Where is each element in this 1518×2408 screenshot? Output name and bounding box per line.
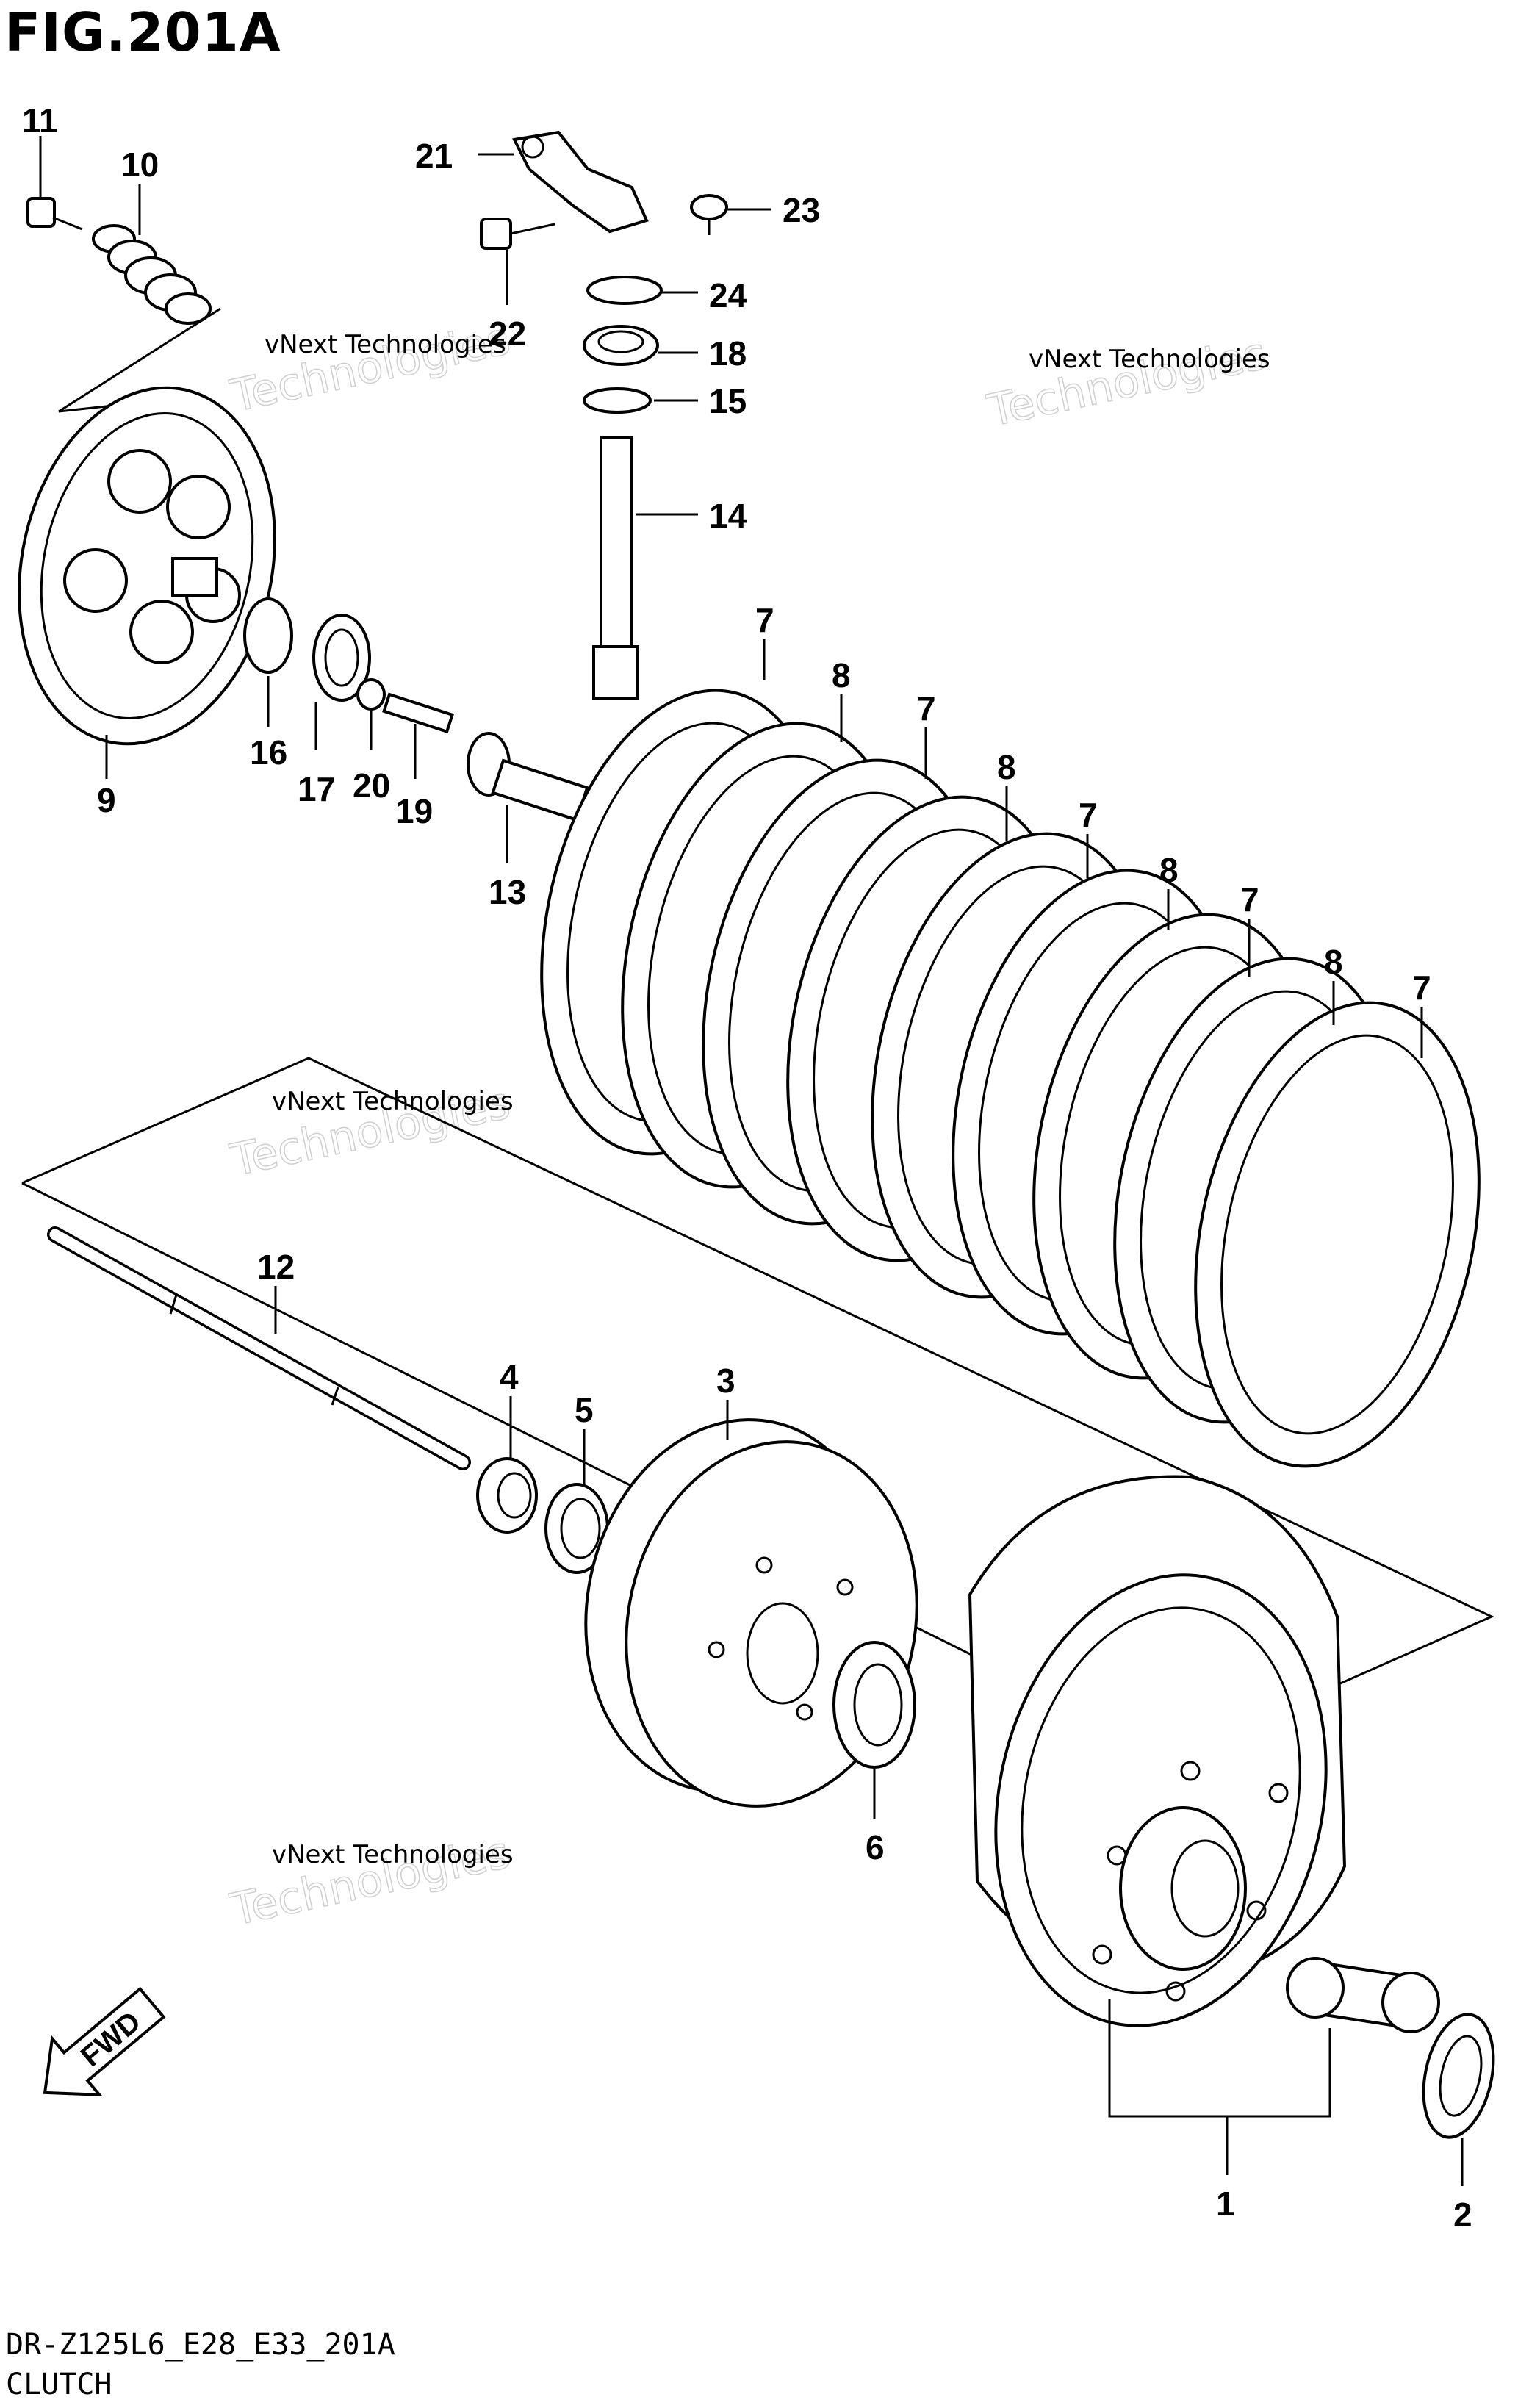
callout-8d: 8 — [1324, 943, 1343, 981]
plate — [586, 276, 663, 305]
callout-4: 4 — [500, 1358, 519, 1396]
callout-1: 1 — [1216, 2185, 1235, 2223]
clutch-nut — [476, 1457, 538, 1534]
release-shaft — [592, 436, 639, 700]
figure-title: FIG.201A — [4, 1, 281, 63]
watermark-text: vNext Technologies — [265, 330, 506, 359]
leader-lines — [39, 136, 1464, 2186]
callout-5: 5 — [575, 1391, 594, 1429]
callout-7c: 7 — [1079, 796, 1098, 834]
lock-nut — [356, 678, 386, 711]
callout-3: 3 — [716, 1362, 735, 1400]
callout-14: 14 — [709, 497, 747, 535]
watermark-text: vNext Technologies — [272, 1840, 514, 1869]
thrust-washer-hub — [832, 1641, 916, 1769]
callout-15: 15 — [709, 382, 747, 420]
push-rod — [47, 1226, 471, 1470]
clutch-spring — [92, 224, 212, 325]
callout-7d: 7 — [1240, 880, 1259, 919]
watermark-text: vNext Technologies — [1029, 345, 1270, 374]
primary-driven-gear-assembly — [968, 1475, 1347, 2027]
thrust-bearing — [312, 614, 371, 702]
callout-23: 23 — [783, 191, 820, 229]
clutch-plates — [540, 689, 1481, 1468]
adjuster-screw — [382, 692, 455, 734]
thrust-washer-gear — [1422, 2013, 1495, 2139]
callout-13: 13 — [489, 873, 526, 911]
spring-bolt — [26, 197, 83, 231]
callout-16: 16 — [250, 733, 287, 772]
callout-17: 17 — [298, 770, 335, 808]
watermark-text: vNext Technologies — [272, 1087, 514, 1116]
fwd-arrow-icon: FWD — [43, 1986, 166, 2096]
callout-19: 19 — [395, 792, 433, 830]
pressure-plate — [18, 386, 276, 746]
callout-12: 12 — [257, 1248, 295, 1286]
callout-24: 24 — [709, 276, 747, 315]
callout-9: 9 — [97, 781, 116, 819]
callout-21: 21 — [415, 137, 453, 175]
oil-seal — [583, 325, 659, 366]
callout-7b: 7 — [917, 689, 936, 727]
callout-7a: 7 — [755, 601, 774, 639]
callout-18-20: 20 — [353, 766, 390, 805]
callout-labels: 1 2 3 4 5 6 7 7 7 7 7 8 8 8 8 9 10 11 12… — [22, 101, 1472, 2234]
thrust-washer — [243, 597, 293, 674]
release-rod — [467, 732, 589, 822]
callout-18: 18 — [709, 334, 747, 373]
callout-7e: 7 — [1412, 968, 1431, 1007]
callout-8a: 8 — [832, 656, 851, 694]
washer — [583, 387, 652, 414]
callout-2: 2 — [1453, 2196, 1472, 2234]
arm-bolt — [480, 218, 555, 250]
diagram-caption: CLUTCH — [6, 2368, 112, 2401]
callout-22: 22 — [489, 315, 526, 353]
callout-11: 11 — [22, 101, 58, 140]
release-arm — [512, 130, 649, 234]
callout-8b: 8 — [997, 748, 1016, 786]
callout-8c: 8 — [1159, 851, 1179, 889]
spacer — [1286, 1957, 1440, 2033]
clutch-sleeve-hub — [584, 1418, 918, 1808]
screw — [690, 194, 728, 235]
drawing-code: DR-Z125L6_E28_E33_201A — [6, 2328, 395, 2362]
callout-10: 10 — [121, 145, 159, 184]
callout-6: 6 — [866, 1828, 885, 1866]
